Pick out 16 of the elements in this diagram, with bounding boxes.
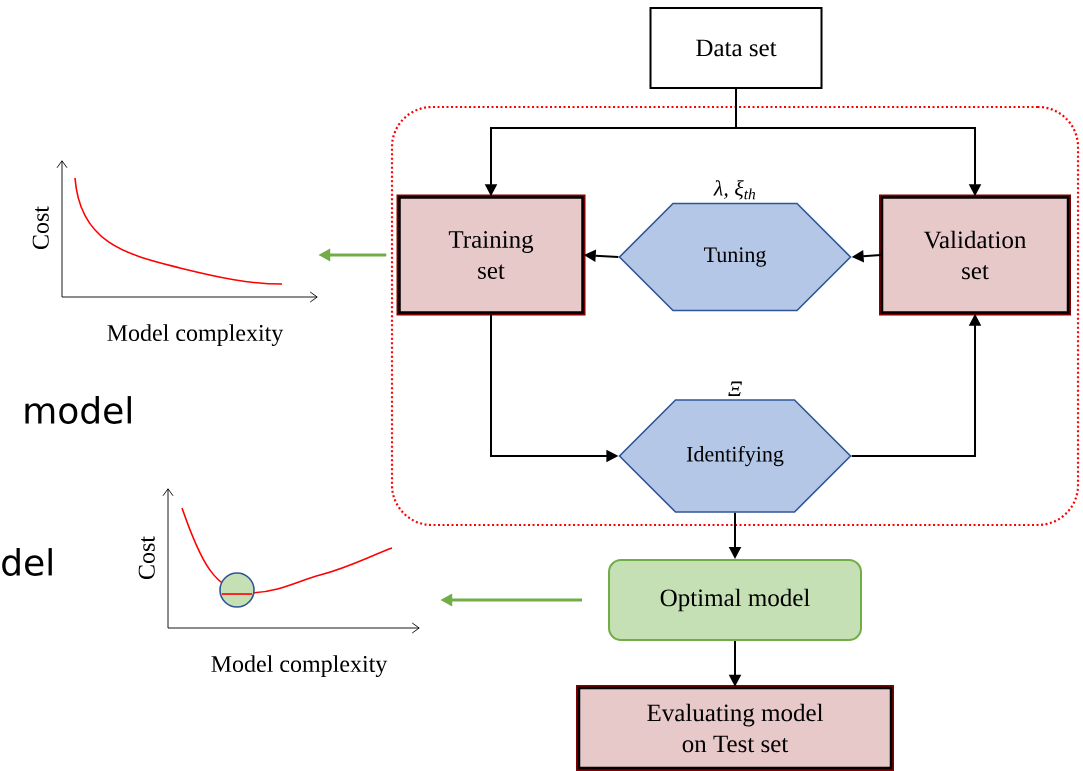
hexagon-node: Identifying: [618, 399, 852, 513]
dotted-group-frame: [390, 105, 1080, 527]
axis-label: Model complexity: [211, 655, 388, 678]
process-box: Validation set: [879, 194, 1071, 316]
process-box: Evaluating model on Test set: [576, 685, 894, 771]
hexagon-node: Tuning: [618, 202, 852, 312]
axis-label: Cost: [138, 536, 155, 580]
process-box: Data set: [649, 7, 823, 89]
axis-label: Model complexity: [107, 324, 284, 347]
parameter-label: λ, ξ$_{th}$: [713, 180, 756, 200]
process-box: Training set: [396, 194, 586, 316]
parameter-label: Ξ: [728, 381, 742, 396]
result-box: Optimal model: [608, 559, 862, 641]
slide-text: del: [2, 548, 52, 576]
axis-label: Cost: [32, 206, 49, 249]
slide-text: model: [25, 396, 131, 424]
